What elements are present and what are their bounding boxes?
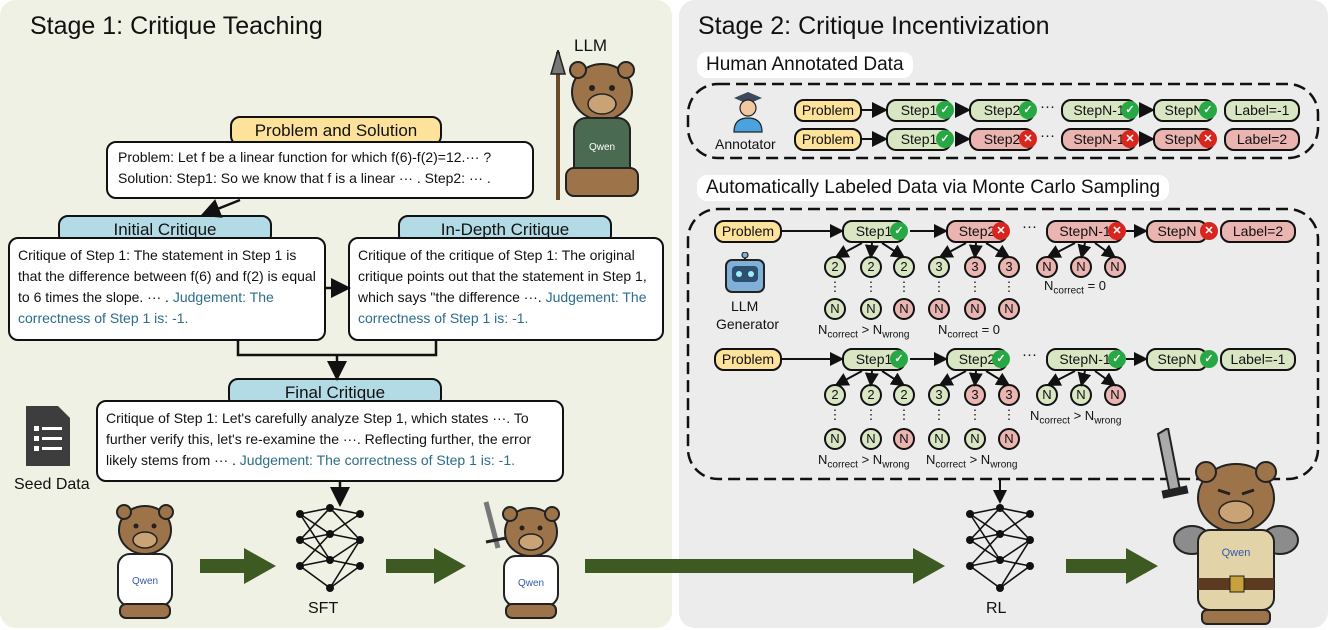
mcA-step1-condition: Ncorrect > Nwrong xyxy=(818,322,910,341)
stage1-title: Stage 1: Critique Teaching xyxy=(30,12,323,40)
indepth-critique-box: Critique of the critique of Step 1: The … xyxy=(348,237,664,341)
mcB-step2-condition: Ncorrect > Nwrong xyxy=(926,452,1018,471)
mcB-ellipsis: ··· xyxy=(1022,346,1037,363)
mc-sample-node: N xyxy=(1070,384,1092,406)
annotator-label: Annotator xyxy=(715,136,776,152)
mc-final-node: N xyxy=(964,428,986,450)
solution-line: Solution: Step1: So we know that f is a … xyxy=(118,170,491,186)
bear-mascot: Qwen xyxy=(116,504,174,619)
mc-final-node: N xyxy=(998,298,1020,320)
row2-step2-node: Step2 xyxy=(969,128,1035,151)
check-icon: ✓ xyxy=(890,350,908,368)
mcB-label-node: Label=-1 xyxy=(1220,348,1296,371)
row2-step1-node: Step1 xyxy=(886,128,952,151)
final-critique-box: Critique of Step 1: Let's carefully anal… xyxy=(96,400,564,482)
indepth-critique-text: Critique of the critique of Step 1: The … xyxy=(358,247,647,305)
mc-final-node: N xyxy=(928,428,950,450)
llm-generator-line1: LLM xyxy=(731,298,759,314)
neural-network-icon xyxy=(966,504,1034,592)
cross-icon: ✕ xyxy=(1200,222,1218,240)
llm-label: LLM xyxy=(574,36,608,55)
mcA-stepn1-condition: Ncorrect = 0 xyxy=(1044,278,1107,297)
mcB-step1-node: Step1 xyxy=(842,348,906,371)
bear-mascot: Qwen xyxy=(483,501,560,619)
row1-ellipsis: ··· xyxy=(1040,98,1055,115)
svg-text:Qwen: Qwen xyxy=(1222,547,1251,559)
cross-icon: ✕ xyxy=(1019,130,1037,148)
check-icon: ✓ xyxy=(1019,101,1037,119)
mcA-step2-condition: Ncorrect = 0 xyxy=(938,322,1001,341)
check-icon: ✓ xyxy=(1199,101,1217,119)
mcA-stepn1-node: StepN-1 xyxy=(1046,220,1124,243)
indepth-judgement: Judgement: The correctness of Step 1 is:… xyxy=(358,289,647,326)
cross-icon: ✕ xyxy=(1199,130,1217,148)
row2-label-node: Label=2 xyxy=(1224,128,1300,151)
check-icon: ✓ xyxy=(992,350,1010,368)
row2-stepn1-node: StepN-1 xyxy=(1061,128,1137,151)
mcA-label-node: Label=2 xyxy=(1220,220,1296,243)
initial-critique-text: Critique of Step 1: The statement in Ste… xyxy=(18,247,316,305)
check-icon: ✓ xyxy=(1121,101,1139,119)
mcA-problem-node: Problem xyxy=(714,220,782,243)
mcA-ellipsis: ··· xyxy=(1022,218,1037,235)
mc-sample-node: N xyxy=(1104,384,1126,406)
neural-network-icon xyxy=(296,504,364,592)
final-critique-text: Critique of Step 1: Let's carefully anal… xyxy=(106,410,532,468)
svg-text:Qwen: Qwen xyxy=(518,578,544,589)
row1-problem-node: Problem xyxy=(794,99,862,122)
cross-icon: ✕ xyxy=(1121,130,1139,148)
rl-label: RL xyxy=(986,600,1007,617)
document-icon xyxy=(26,406,70,466)
check-icon: ✓ xyxy=(936,101,954,119)
svg-text:Qwen: Qwen xyxy=(589,142,615,153)
svg-text:Qwen: Qwen xyxy=(132,576,158,587)
cross-icon: ✕ xyxy=(1108,222,1126,240)
final-judgement: Judgement: The correctness of Step 1 is:… xyxy=(239,452,515,468)
stage2-title: Stage 2: Critique Incentivization xyxy=(698,12,1050,40)
initial-critique-box: Critique of Step 1: The statement in Ste… xyxy=(8,237,326,341)
problem-line: Problem: Let f be a linear function for … xyxy=(118,149,492,165)
check-icon: ✓ xyxy=(936,130,954,148)
mcB-problem-node: Problem xyxy=(714,348,782,371)
mc-final-node: N xyxy=(860,428,882,450)
mc-final-node: N xyxy=(893,298,915,320)
row2-ellipsis: ··· xyxy=(1040,127,1055,144)
auto-labeled-title: Automatically Labeled Data via Monte Car… xyxy=(697,175,1170,201)
robot-icon xyxy=(725,252,765,293)
stage1-connectors xyxy=(200,198,438,507)
mcB-stepn1-condition: Ncorrect > Nwrong xyxy=(1030,408,1122,427)
mc-final-node: N xyxy=(893,428,915,450)
mc-sample-node: 3 xyxy=(928,384,950,406)
bear-mascot: Qwen xyxy=(550,50,639,200)
mc-final-node: N xyxy=(860,298,882,320)
llm-generator-line2: Generator xyxy=(716,316,780,332)
check-icon: ✓ xyxy=(890,222,908,240)
mcB-stepn1-node: StepN-1 xyxy=(1046,348,1124,371)
mc-final-node: N xyxy=(928,298,950,320)
mc-final-node: N xyxy=(824,298,846,320)
seed-data-label: Seed Data xyxy=(14,476,90,493)
row1-label-node: Label=-1 xyxy=(1224,99,1300,122)
human-annotated-title: Human Annotated Data xyxy=(697,52,913,78)
row2-problem-node: Problem xyxy=(794,128,862,151)
annotator-icon xyxy=(733,92,763,133)
mcA-step1-node: Step1 xyxy=(842,220,906,243)
check-icon: ✓ xyxy=(1200,350,1218,368)
bear-mascot: Qwen xyxy=(1156,428,1299,625)
mc-final-node: N xyxy=(998,428,1020,450)
mc-final-node: N xyxy=(964,298,986,320)
sft-label: SFT xyxy=(308,600,339,617)
mcB-step1-condition: Ncorrect > Nwrong xyxy=(818,452,910,471)
initial-judgement: Judgement: The correctness of Step 1 is:… xyxy=(18,289,274,326)
problem-solution-box: Problem: Let f be a linear function for … xyxy=(106,141,534,199)
cross-icon: ✕ xyxy=(992,222,1010,240)
check-icon: ✓ xyxy=(1108,350,1126,368)
mc-final-node: N xyxy=(824,428,846,450)
